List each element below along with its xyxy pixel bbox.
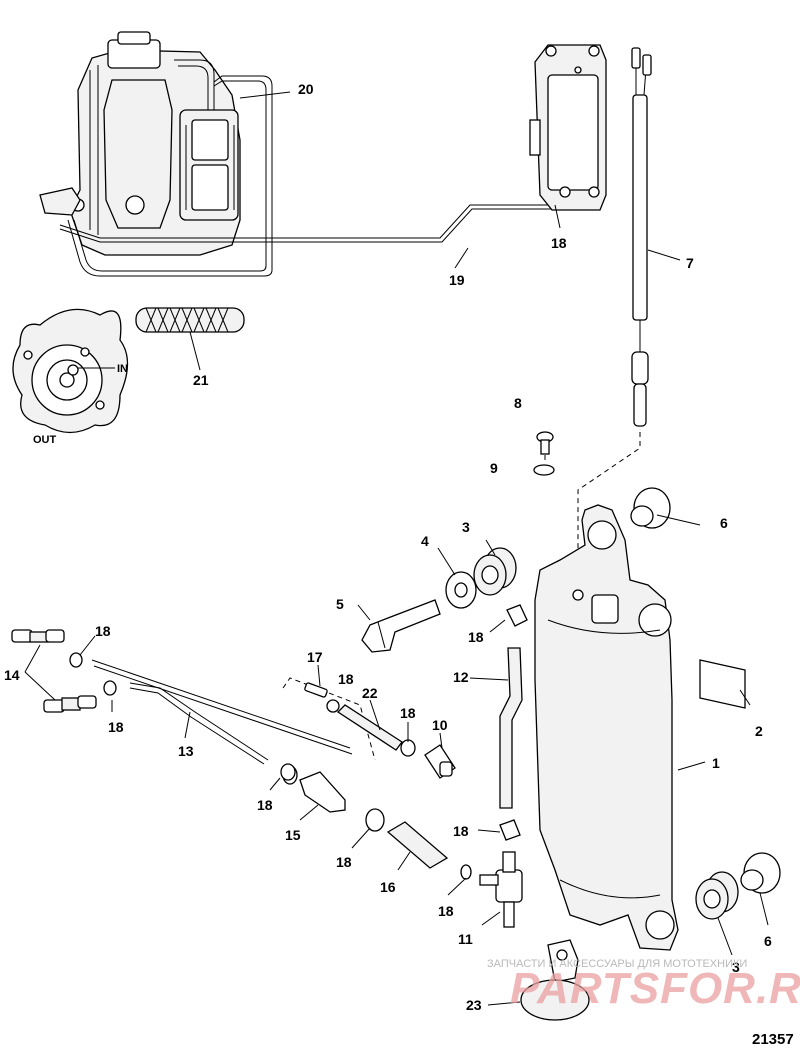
callout-18-h: 18 — [453, 823, 469, 839]
callout-6-bottom: 6 — [764, 933, 772, 949]
hose-21 — [135, 307, 245, 333]
callout-18-d: 18 — [338, 671, 354, 687]
line-13 — [91, 659, 353, 765]
coupler-14-bottom — [43, 695, 97, 713]
callout-11: 11 — [458, 931, 473, 947]
clip-23 — [520, 939, 590, 1021]
callout-18-j: 18 — [438, 903, 454, 919]
decal-2 — [699, 659, 746, 709]
bushing-6-top — [630, 487, 671, 529]
coupler-14-top — [11, 629, 65, 643]
clamp-18-b — [499, 819, 521, 841]
watermark-subtitle: ЗАПЧАСТИ И АКСЕССУАРЫ ДЛЯ МОТОТЕХНИКИ — [487, 958, 747, 970]
engine-block — [39, 31, 241, 256]
callout-20: 20 — [298, 81, 314, 97]
clamp-18-i — [280, 763, 296, 781]
callout-15: 15 — [285, 827, 301, 843]
hose-22 — [336, 704, 403, 751]
callout-18-g: 18 — [257, 797, 273, 813]
port-out-label: OUT — [33, 434, 57, 446]
bushing-3-top — [473, 547, 517, 596]
callout-10: 10 — [432, 717, 448, 733]
tube-12 — [499, 647, 523, 809]
clamp-18-e — [69, 652, 83, 668]
watermark-logo: PARTSFOR.RU — [510, 964, 800, 1013]
callout-22: 22 — [362, 685, 378, 701]
callout-9: 9 — [490, 460, 498, 476]
hose-16 — [386, 821, 449, 869]
diagram-id: 21357 — [752, 1031, 794, 1048]
callout-7: 7 — [686, 255, 694, 271]
clamp-18-h — [400, 739, 416, 757]
callout-12: 12 — [453, 669, 469, 685]
callout-13: 13 — [178, 743, 194, 759]
callout-16: 16 — [380, 879, 396, 895]
fuel-module-18 — [529, 44, 607, 211]
callout-6-top: 6 — [720, 515, 728, 531]
bushing-3-bottom — [695, 871, 739, 920]
callout-5: 5 — [336, 596, 344, 612]
callout-8: 8 — [514, 395, 522, 411]
clamp-18-c — [460, 864, 472, 880]
callout-19: 19 — [449, 272, 465, 288]
valve-17 — [304, 682, 328, 698]
callout-18-f: 18 — [400, 705, 416, 721]
pump-port-detail — [12, 308, 129, 434]
callout-18-i: 18 — [336, 854, 352, 870]
callout-18-e: 18 — [108, 719, 124, 735]
trim-cylinder-1 — [534, 504, 679, 951]
callout-3-bottom: 3 — [732, 959, 740, 975]
callout-18-filter: 18 — [551, 235, 567, 251]
clamp-18-d — [365, 808, 385, 832]
callout-4: 4 — [421, 533, 429, 549]
clamp-18-g — [326, 699, 340, 713]
callout-18-c: 18 — [95, 623, 111, 639]
callout-14: 14 — [4, 667, 20, 683]
callout-1: 1 — [712, 755, 720, 771]
sensor-harness-7 — [631, 47, 652, 427]
clamp-18-a — [506, 604, 528, 627]
callout-23: 23 — [466, 997, 482, 1013]
washer-4 — [445, 571, 477, 609]
fitting-10 — [424, 744, 456, 779]
bushing-6-bottom — [740, 852, 781, 894]
clamp-18-f — [103, 680, 117, 696]
callout-3-top: 3 — [462, 519, 470, 535]
washer-9 — [533, 464, 555, 476]
screw-8 — [536, 431, 554, 455]
fuel-line-20 — [67, 75, 273, 277]
callout-17: 17 — [307, 649, 323, 665]
callout-21: 21 — [193, 372, 209, 388]
tee-fitting-11 — [479, 851, 523, 928]
bolt-5 — [361, 599, 441, 653]
callout-18-b: 18 — [468, 629, 484, 645]
leader-lines — [24, 91, 769, 1006]
port-in-label: IN — [117, 363, 128, 375]
callout-2: 2 — [755, 723, 763, 739]
